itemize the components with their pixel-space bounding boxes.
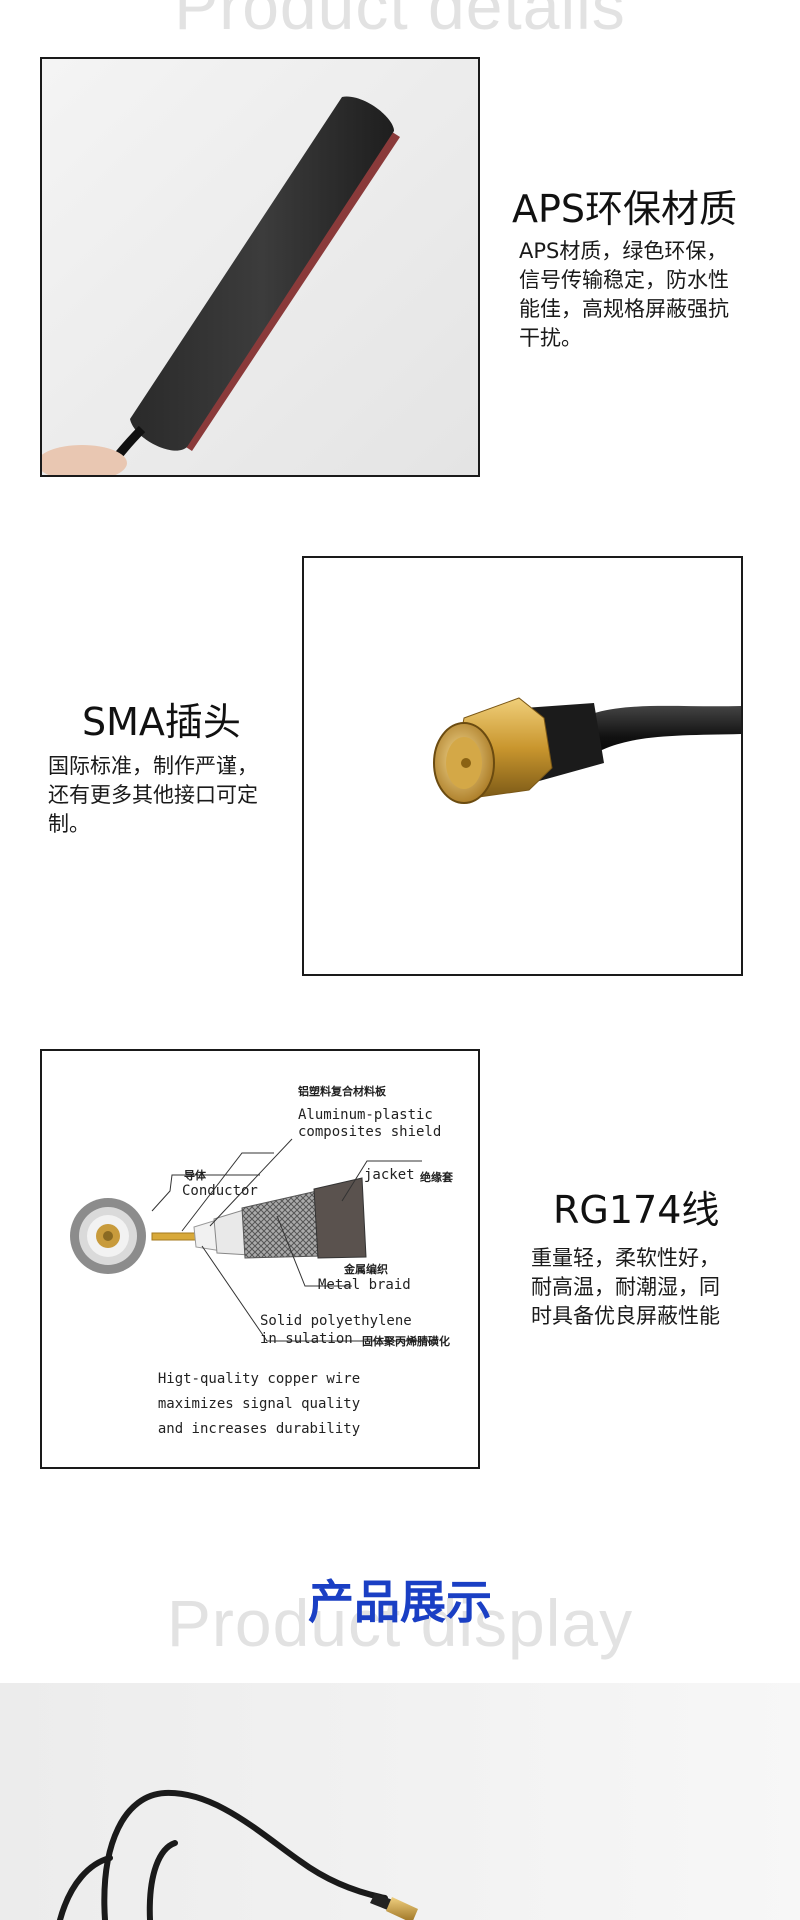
feature-desc-line: 信号传输稳定，防水性 <box>519 268 729 292</box>
insulation-label-en-1: Solid polyethylene <box>260 1313 412 1329</box>
feature-desc-line: 还有更多其他接口可定 <box>48 783 258 807</box>
feature-title-sma: SMA插头 <box>82 700 241 744</box>
antenna-cable-photo <box>0 1683 800 1920</box>
feature-desc-line: 国际标准，制作严谨， <box>48 754 258 778</box>
feature-desc-line: 时具备优良屏蔽性能 <box>531 1304 720 1328</box>
feature-desc-line: 制。 <box>48 812 90 836</box>
jacket-label-en: jacket <box>364 1167 415 1183</box>
shield-label-en-1: Aluminum-plastic <box>298 1107 433 1123</box>
braid-label-en: Metal braid <box>318 1277 411 1293</box>
shield-label-cn: 铝塑料复合材料板 <box>298 1085 386 1098</box>
sma-photo-frame <box>302 556 743 976</box>
feature-desc-line: 重量轻，柔软性好， <box>531 1246 720 1270</box>
jacket-label-cn: 绝缘套 <box>420 1171 453 1184</box>
display-title: 产品展示 <box>308 1575 492 1629</box>
details-watermark: Product details <box>174 0 626 43</box>
insulation-label-cn: 固体聚丙烯腈磺化 <box>362 1335 450 1348</box>
cable-diagram-frame: 铝塑料复合材料板 Aluminum-plastic composites shi… <box>40 1049 480 1469</box>
conductor-label-en: Conductor <box>182 1183 258 1199</box>
diagram-caption-line: maximizes signal quality <box>157 1396 361 1412</box>
antenna-photo <box>42 59 478 475</box>
diagram-caption-line: and increases durability <box>157 1421 361 1437</box>
display-watermark: Product display <box>166 1586 634 1660</box>
conductor-label-cn: 导体 <box>184 1169 206 1182</box>
diagram-caption-line: Higt-quality copper wire <box>157 1371 361 1387</box>
feature-desc-sma: 国际标准，制作严谨， 还有更多其他接口可定 制。 <box>48 752 308 839</box>
feature-desc-line: 干扰。 <box>519 326 582 350</box>
display-photo <box>0 1683 800 1920</box>
feature-desc-line: 能佳，高规格屏蔽强抗 <box>519 297 729 321</box>
coax-cable-diagram <box>70 1138 432 1342</box>
sma-connector-photo <box>304 558 741 974</box>
antenna-photo-frame <box>40 57 480 477</box>
feature-desc-aps: APS材质，绿色环保， 信号传输稳定，防水性 能佳，高规格屏蔽强抗 干扰。 <box>519 237 789 353</box>
feature-desc-line: APS材质，绿色环保， <box>519 239 728 263</box>
feature-desc-line: 耐高温，耐潮湿，同 <box>531 1275 720 1299</box>
feature-title-aps: APS环保材质 <box>512 187 738 231</box>
feature-title-rg174: RG174线 <box>553 1188 720 1232</box>
braid-label-cn: 金属编织 <box>344 1263 388 1276</box>
feature-desc-rg174: 重量轻，柔软性好， 耐高温，耐潮湿，同 时具备优良屏蔽性能 <box>531 1244 791 1331</box>
shield-label-en-2: composites shield <box>298 1124 442 1140</box>
insulation-label-en-2: in sulation <box>260 1331 353 1347</box>
